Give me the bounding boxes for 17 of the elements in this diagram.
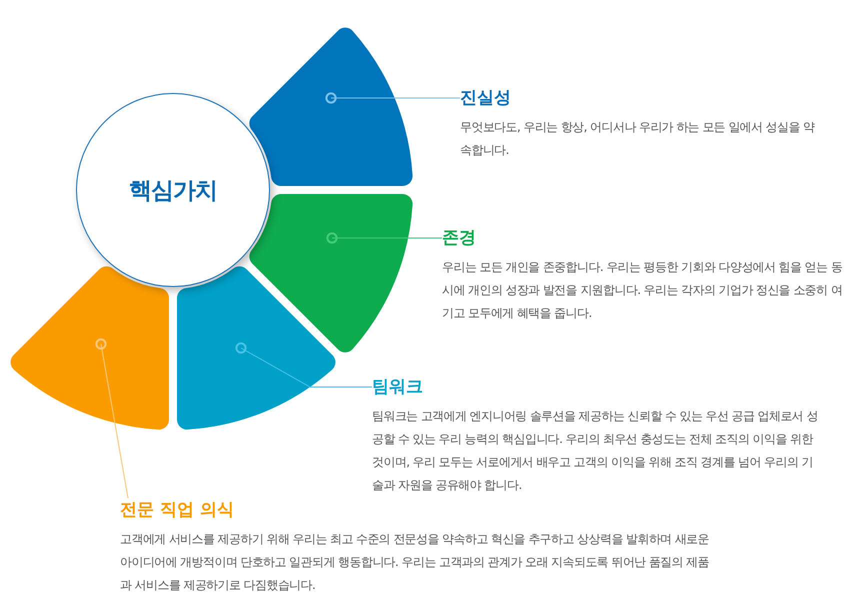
value-title: 전문 직업 의식: [120, 499, 234, 522]
center-title: 핵심가치: [129, 176, 217, 206]
wedge-segment: [10, 266, 169, 430]
value-title: 팀워크: [372, 376, 423, 399]
value-title: 진실성: [460, 87, 511, 110]
wedge-segment: [177, 266, 336, 430]
wedge-segment: [249, 28, 413, 186]
value-description: 고객에게 서비스를 제공하기 위해 우리는 최고 수준의 전문성을 약속하고 혁신을 추구하고 상상력을 발휘하며 새로운 아이디어에 개방적이며 단호하고 일관되게 행동합니다. 우리는 고객과의 관계가 오래 지속되도록 뛰어난 품질의 제품과 서비스를 제공하기로 다짐했습니다.: [120, 531, 710, 594]
leader-line: [235, 342, 372, 388]
value-description: 무엇보다도, 우리는 항상, 어디서나 우리가 하는 모든 일에서 성실을 약속합니다.: [460, 119, 816, 159]
leader-line: [95, 338, 128, 498]
leader-line: [326, 232, 442, 244]
value-title: 존경: [442, 227, 476, 250]
wedge-segment: [249, 194, 413, 352]
value-description: 팀워크는 고객에게 엔지니어링 솔루션을 제공하는 신뢰할 수 있는 우선 공급 업체로서 성공할 수 있는 우리 능력의 핵심입니다. 우리의 최우선 충성도는 전체 조직의 이익을 위한 것이며, 우리 모두는 서로에게서 배우고 고객의 이익을 위해 조직 경계를 넘어 우리의 기술과 자원을 공유해야 합니다.: [372, 408, 819, 494]
value-description: 우리는 모든 개인을 존중합니다. 우리는 평등한 기회와 다양성에서 힘을 얻는 동시에 개인의 성장과 발전을 지원합니다. 우리는 각자의 기업가 정신을 소중히 여기고 모두에게 혜택을 줍니다.: [442, 259, 844, 322]
leader-line: [325, 92, 460, 104]
